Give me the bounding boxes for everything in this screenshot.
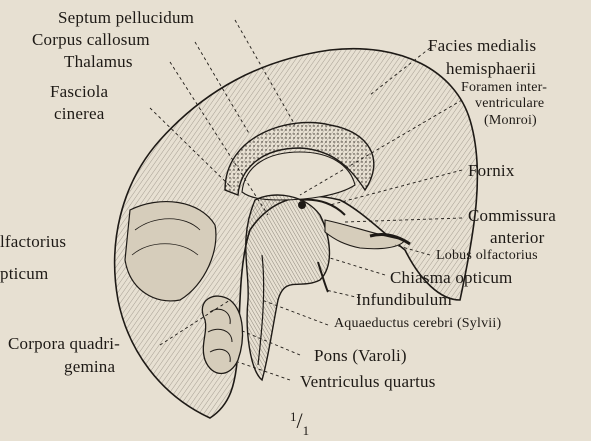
cerebellum-folia (202, 296, 242, 373)
label-septum-pellucidum: Septum pellucidum (58, 8, 194, 27)
label-foramen-line-2: ventriculare (475, 96, 544, 112)
label-commissura: Commissura (468, 206, 556, 225)
label-commissura-anterior: anterior (490, 228, 544, 247)
label-pons: Pons (Varoli) (314, 346, 407, 365)
label-infundibulum: Infundibulum (356, 290, 452, 309)
label-fornix: Fornix (468, 161, 515, 180)
scale-numerator: 1 (290, 409, 297, 424)
label-ventriculus-quartus: Ventriculus quartus (300, 372, 436, 391)
label-opticum-cutoff: pticum (0, 264, 48, 283)
label-lobus-olfactorius: Lobus olfactorius (436, 248, 538, 264)
label-corpora-quadrigemina-line-1: Corpora quadri- (8, 334, 120, 353)
label-corpora-quadrigemina-line-2: gemina (64, 357, 115, 376)
label-chiasma-opticum: Chiasma opticum (390, 268, 512, 287)
label-corpus-callosum: Corpus callosum (32, 30, 150, 49)
label-foramen-line-3: (Monroi) (484, 113, 537, 129)
scale-denominator: 1 (303, 423, 310, 438)
label-olfactorius-cutoff: lfactorius (0, 232, 66, 251)
label-facies-medialis: Facies medialis (428, 36, 536, 55)
scale-ratio: 1/1 (290, 408, 309, 434)
label-aquaeductus-cerebri: Aquaeductus cerebri (Sylvii) (334, 316, 501, 332)
label-fasciola-line-1: Fasciola (50, 82, 108, 101)
label-thalamus: Thalamus (64, 52, 133, 71)
label-fasciola-line-2: cinerea (54, 104, 104, 123)
label-foramen-line-1: Foramen inter- (461, 80, 547, 96)
label-hemisphaerii: hemisphaerii (446, 59, 536, 78)
